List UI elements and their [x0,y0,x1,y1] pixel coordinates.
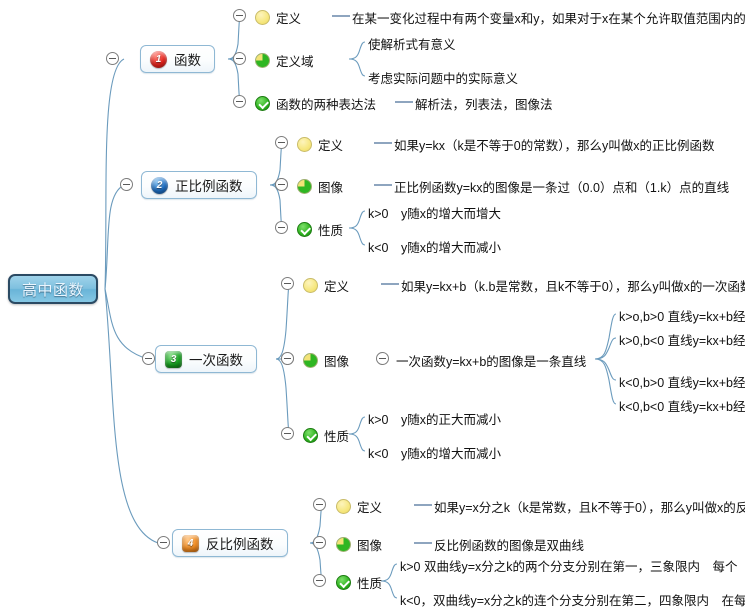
leaf-b3-graph-1: k>o,b>0 直线y=kx+b经过 [619,310,745,324]
collapser-b1-s3[interactable] [233,95,246,108]
collapser-branch-1-children[interactable] [233,52,246,65]
leaf-b4-graph-1: 反比例函数的图像是双曲线 [434,539,585,553]
leaf-b3-graph-2: k>0,b<0 直线y=kx+b经过 [619,334,745,348]
main-node-4-label: 反比例函数 [206,537,274,552]
complete-icon [303,428,318,443]
main-node-1-label: 函数 [174,53,201,68]
collapser-b2-s3[interactable] [275,221,288,234]
subtopic-b4-properties-label: 性质 [357,577,383,591]
root-label: 高中函数 [22,281,85,299]
progress-0-icon [255,10,270,25]
collapser-branch-1[interactable] [106,52,119,65]
leaf-b3-properties-1: k>0 y随x的正大而减小 [368,413,502,427]
subtopic-b3-graph[interactable]: 图像 [303,351,349,370]
subtopic-b3-properties[interactable]: 性质 [303,426,349,445]
collapser-b4-s2[interactable] [313,536,326,549]
collapser-branch-3[interactable] [142,352,155,365]
leaf-b1-domain-2: 考虑实际问题中的实际意义 [368,72,519,86]
leaf-b4-properties-1: k>0 双曲线y=x分之k的两个分支分别在第一，三象限内 每个 [400,560,738,574]
badge-number-1-icon: 1 [150,50,167,68]
collapser-b3-s3[interactable] [281,427,294,440]
main-node-2-label: 正比例函数 [175,179,243,194]
subtopic-b2-graph[interactable]: 图像 [297,177,343,196]
subtopic-b3-definition[interactable]: 定义 [303,276,349,295]
main-node-1[interactable]: 1 函数 [140,45,215,73]
progress-75-icon [303,353,318,368]
subtopic-b4-definition-label: 定义 [357,501,383,515]
subtopic-b3-definition-label: 定义 [324,280,350,294]
collapser-b3-s2[interactable] [281,352,294,365]
badge-number-2-icon: 2 [151,176,168,194]
collapser-b4-s1[interactable] [313,498,326,511]
subtopic-b1-definition-label: 定义 [276,12,302,26]
collapser-branch-2[interactable] [120,178,133,191]
progress-75-icon [297,179,312,194]
complete-icon [336,575,351,590]
badge-number-4-icon: 4 [182,534,199,552]
leaf-b3-graph-4: k<0,b<0 直线y=kx+b经过 [619,400,745,414]
leaf-b3-graph-3: k<0,b>0 直线y=kx+b经过 [619,376,745,390]
subtopic-b2-definition-label: 定义 [318,139,344,153]
main-node-4[interactable]: 4 反比例函数 [172,529,288,557]
subtopic-b1-expressions[interactable]: 函数的两种表达法 [255,94,376,113]
subtopic-b4-graph[interactable]: 图像 [336,535,382,554]
leaf-b1-expressions-1: 解析法，列表法，图像法 [415,98,553,112]
leaf-b2-properties-2: k<0 y随x的增大而减小 [368,241,502,255]
subtopic-b2-properties-label: 性质 [318,224,344,238]
subtopic-b2-graph-label: 图像 [318,181,344,195]
collapser-b2-s2[interactable] [275,178,288,191]
collapser-b2-s1[interactable] [275,136,288,149]
leaf-b3-graph-mid: 一次函数y=kx+b的图像是一条直线 [396,355,587,369]
collapser-b3-s1[interactable] [281,277,294,290]
collapser-b3-s2-mid[interactable] [376,352,389,365]
progress-0-icon [303,278,318,293]
collapser-b1-s1[interactable] [233,9,246,22]
leaf-b3-properties-2: k<0 y随x的增大而减小 [368,447,502,461]
main-node-3-label: 一次函数 [189,353,243,368]
leaf-b3-definition-1: 如果y=kx+b（k.b是常数，且k不等于0），那么y叫做x的一次函数 [401,280,745,294]
collapser-b4-s3[interactable] [313,574,326,587]
progress-75-icon [255,53,270,68]
complete-icon [255,96,270,111]
progress-0-icon [297,137,312,152]
main-node-2[interactable]: 2 正比例函数 [141,171,257,199]
leaf-b1-definition-1: 在某一变化过程中有两个变量x和y，如果对于x在某个允许取值范围内的每一个 [352,12,745,26]
leaf-b1-domain-1: 使解析式有意义 [368,38,456,52]
subtopic-b1-definition[interactable]: 定义 [255,8,301,27]
collapser-branch-4[interactable] [157,536,170,549]
subtopic-b2-definition[interactable]: 定义 [297,135,343,154]
subtopic-b1-expressions-label: 函数的两种表达法 [276,98,377,112]
subtopic-b4-properties[interactable]: 性质 [336,573,382,592]
subtopic-b4-graph-label: 图像 [357,539,383,553]
leaf-b4-properties-2: k<0，双曲线y=x分之k的连个分支分别在第二，四象限内 在每 [400,594,745,608]
subtopic-b2-properties[interactable]: 性质 [297,220,343,239]
leaf-b2-graph-1: 正比例函数y=kx的图像是一条过（0.0）点和（1.k）点的直线 [394,181,730,195]
badge-number-3-icon: 3 [165,350,182,368]
main-node-3[interactable]: 3 一次函数 [155,345,257,373]
leaf-b2-definition-1: 如果y=kx（k是不等于0的常数），那么y叫做x的正比例函数 [394,139,715,153]
subtopic-b4-definition[interactable]: 定义 [336,497,382,516]
subtopic-b1-domain[interactable]: 定义域 [255,51,314,70]
complete-icon [297,222,312,237]
root-node[interactable]: 高中函数 [8,274,99,304]
progress-75-icon [336,537,351,552]
leaf-b2-properties-1: k>0 y随x的增大而增大 [368,207,502,221]
leaf-b4-definition-1: 如果y=x分之k（k是常数，且k不等于0），那么y叫做x的反比例 [434,501,745,515]
subtopic-b3-properties-label: 性质 [324,430,350,444]
subtopic-b3-graph-label: 图像 [324,355,350,369]
progress-0-icon [336,499,351,514]
subtopic-b1-domain-label: 定义域 [276,55,314,69]
